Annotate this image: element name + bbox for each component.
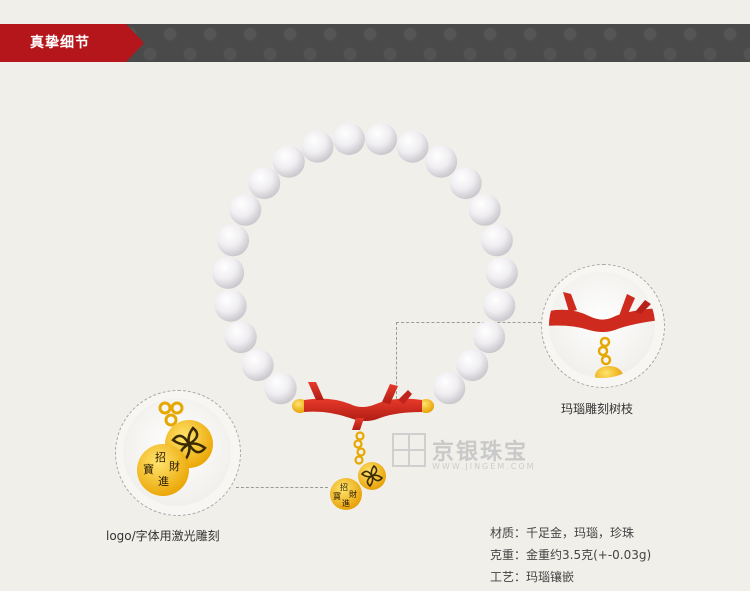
coin-char-jin: 進 — [158, 475, 169, 488]
logo-caption: logo/字体用激光雕刻 — [106, 529, 220, 543]
pearl-bead — [433, 372, 466, 405]
coin-char-cai: 財 — [169, 459, 180, 473]
pearl-bead — [473, 321, 506, 354]
pearl-bead — [365, 123, 398, 155]
gold-coin-back — [358, 462, 386, 490]
watermark-url: WWW.JINGEM.COM — [432, 462, 536, 471]
coin-char-bao: 寶 — [143, 462, 154, 476]
pearl-bead — [425, 145, 458, 178]
watermark-logo-icon — [392, 433, 426, 467]
pearl-bead — [332, 123, 365, 155]
bracelet-image: 招 財 進 寶 — [212, 123, 518, 510]
pearl-bead — [214, 289, 247, 322]
coral-branch-detail-image — [549, 292, 655, 378]
pearl-bead — [480, 224, 513, 257]
pearl-bead — [456, 349, 489, 382]
gold-coin-front: 招 財 進 寶 — [330, 478, 362, 510]
gold-chain — [353, 431, 366, 465]
pearl-bead — [241, 349, 274, 382]
spec-craft: 工艺：玛瑙镶嵌 — [490, 570, 575, 584]
bracelet-coin-char-cai: 財 — [349, 489, 357, 499]
branch-leader-line-vertical — [396, 322, 397, 414]
logo-zoom-inner: 招 財 進 寶 — [123, 398, 231, 506]
pearl-bead — [301, 130, 334, 163]
pearl-bead — [229, 193, 262, 226]
branch-zoom-inner — [549, 272, 655, 378]
bracelet-coin-char-bao: 寶 — [333, 491, 341, 501]
spec-material: 材质：千足金，玛瑙，珍珠 — [490, 526, 635, 540]
branch-caption: 玛瑙雕刻树枝 — [561, 402, 634, 416]
bracelet-coin-char-jin: 進 — [342, 499, 350, 508]
header-tab — [0, 24, 144, 62]
logo-leader-line — [236, 487, 328, 488]
bracelet-coin-char-zhao: 招 — [340, 482, 348, 492]
pearl-bead — [224, 321, 257, 354]
pearl-bead — [485, 256, 518, 289]
watermark-brand: 京银珠宝 — [432, 440, 529, 465]
pearl-bead — [264, 372, 297, 405]
branch-leader-line — [396, 322, 546, 323]
coin-detail-image: 招 財 進 寶 — [137, 401, 213, 496]
pearl-bead — [272, 145, 305, 178]
spec-weight: 克重：金重约3.5克(+-0.03g) — [490, 548, 652, 562]
coin-char-zhao: 招 — [155, 450, 166, 464]
coral-branch — [304, 382, 422, 430]
pearl-bead — [468, 193, 501, 226]
pearl-bead — [396, 130, 429, 163]
pearl-bead — [483, 289, 516, 322]
pearl-strand — [212, 123, 518, 405]
pearl-bead — [212, 256, 245, 289]
pearl-bead — [217, 224, 250, 257]
pearl-bead — [449, 167, 482, 200]
section-title: 真挚细节 — [30, 35, 90, 51]
pearl-bead — [248, 167, 281, 200]
